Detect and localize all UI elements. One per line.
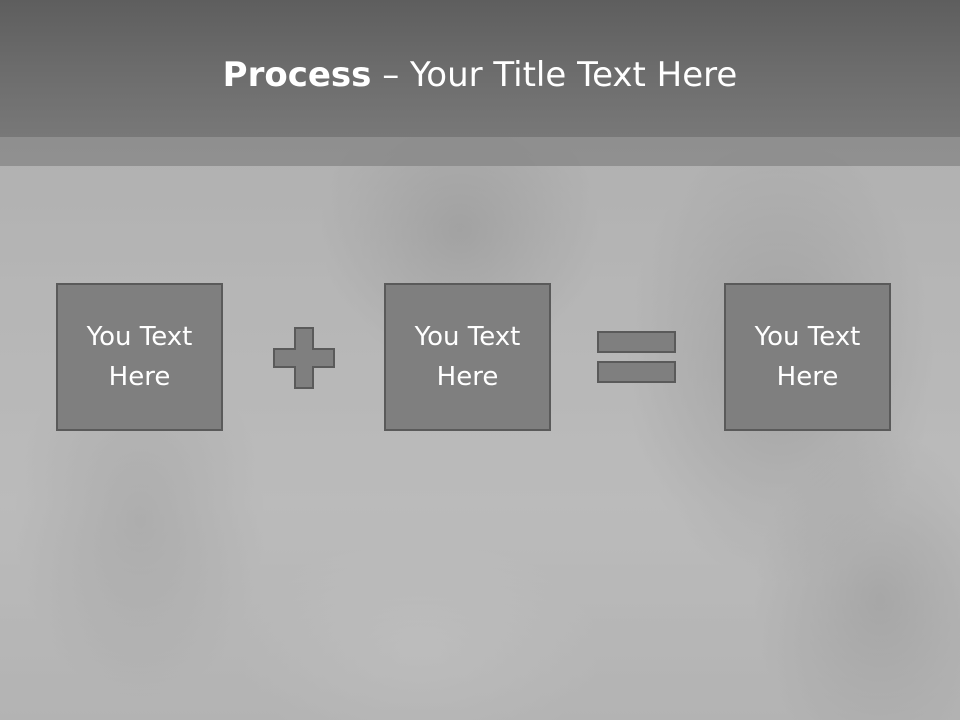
process-box-1[interactable]: You Text Here [56, 283, 223, 431]
slide-title: Process – Your Title Text Here [0, 52, 960, 98]
process-box-result[interactable]: You Text Here [724, 283, 891, 431]
title-separator: – [371, 55, 411, 95]
process-box-2[interactable]: You Text Here [384, 283, 551, 431]
title-bold: Process [222, 55, 372, 95]
title-text: Your Title Text Here [410, 55, 738, 95]
process-box-2-text: You Text Here [414, 322, 521, 392]
equals-icon [597, 331, 676, 383]
background-overlay [0, 166, 960, 720]
process-box-result-text: You Text Here [754, 322, 861, 392]
title-band [0, 137, 960, 166]
title-bar [0, 0, 960, 137]
process-box-1-text: You Text Here [86, 322, 193, 392]
plus-icon [273, 327, 335, 389]
